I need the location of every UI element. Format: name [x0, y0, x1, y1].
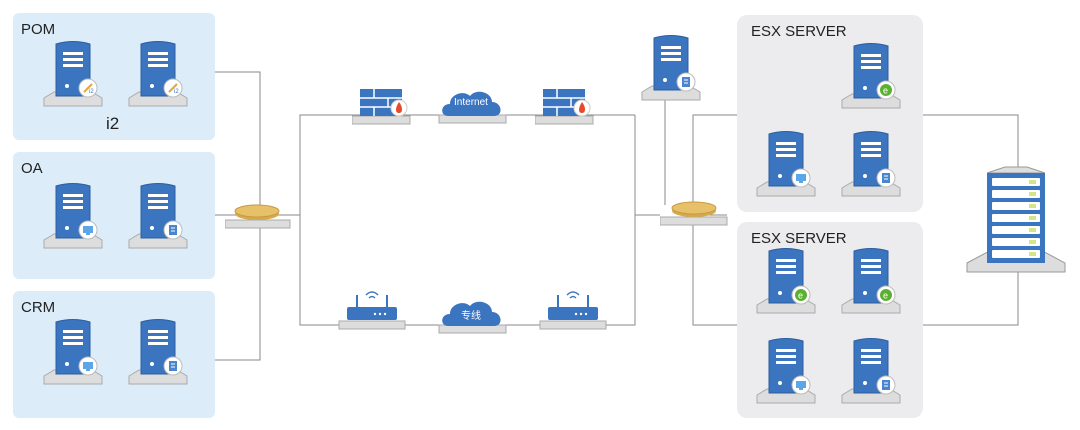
ie-badge-icon: e	[876, 80, 896, 100]
doc-badge-icon	[676, 72, 696, 92]
server-esx2[interactable]: e	[755, 245, 817, 317]
group-caption: i2	[106, 114, 120, 133]
server-dmz[interactable]	[640, 32, 702, 104]
group-label: CRM	[21, 299, 56, 316]
svg-text:e: e	[883, 86, 888, 96]
monitor-badge-icon	[78, 220, 98, 240]
core-switch-right[interactable]	[660, 195, 728, 227]
firewall-right[interactable]	[535, 86, 595, 126]
server-oa[interactable]	[127, 180, 189, 252]
internet-label: Internet	[454, 97, 488, 108]
svg-text:i2: i2	[89, 89, 94, 95]
group-oa: OA	[13, 152, 215, 279]
server-esx2[interactable]	[755, 335, 817, 407]
doc-badge-icon	[876, 168, 896, 188]
ie-badge-icon: e	[876, 285, 896, 305]
server-oa[interactable]	[42, 180, 104, 252]
svg-text:i2: i2	[174, 89, 179, 95]
server-pom[interactable]: i2	[42, 38, 104, 110]
wireless-router-left[interactable]	[337, 287, 407, 332]
fire-icon	[396, 102, 402, 113]
svg-text:e: e	[798, 291, 803, 301]
wireless-router-right[interactable]	[538, 287, 608, 332]
group-label: POM	[21, 21, 56, 38]
group-pom: POM	[13, 13, 215, 140]
server-esx2[interactable]	[840, 335, 902, 407]
monitor-badge-icon	[791, 168, 811, 188]
private-line-cloud[interactable]: 专线	[438, 292, 508, 336]
server-crm[interactable]	[42, 316, 104, 388]
server-pom[interactable]: i2	[127, 38, 189, 110]
doc-badge-icon	[163, 220, 183, 240]
core-switch-left[interactable]	[225, 200, 291, 230]
private-line-label: 专线	[461, 311, 481, 322]
storage-rack[interactable]	[965, 163, 1067, 275]
svg-text:e: e	[883, 291, 888, 301]
doc-badge-icon	[876, 375, 896, 395]
server-esx1[interactable]: e	[840, 40, 902, 112]
monitor-badge-icon	[791, 375, 811, 395]
group-crm: CRM	[13, 291, 215, 418]
i2-badge-icon: i2	[163, 78, 183, 98]
server-crm[interactable]	[127, 316, 189, 388]
server-esx1[interactable]	[840, 128, 902, 200]
group-label: OA	[21, 160, 43, 177]
group-label: ESX SERVER	[751, 23, 847, 40]
server-esx1[interactable]	[755, 128, 817, 200]
i2-badge-icon: i2	[78, 78, 98, 98]
group-label: ESX SERVER	[751, 230, 847, 247]
internet-cloud[interactable]: Internet	[438, 82, 508, 126]
firewall-left[interactable]	[352, 86, 412, 126]
monitor-badge-icon	[78, 356, 98, 376]
server-esx2[interactable]: e	[840, 245, 902, 317]
ie-badge-icon: e	[791, 285, 811, 305]
doc-badge-icon	[163, 356, 183, 376]
